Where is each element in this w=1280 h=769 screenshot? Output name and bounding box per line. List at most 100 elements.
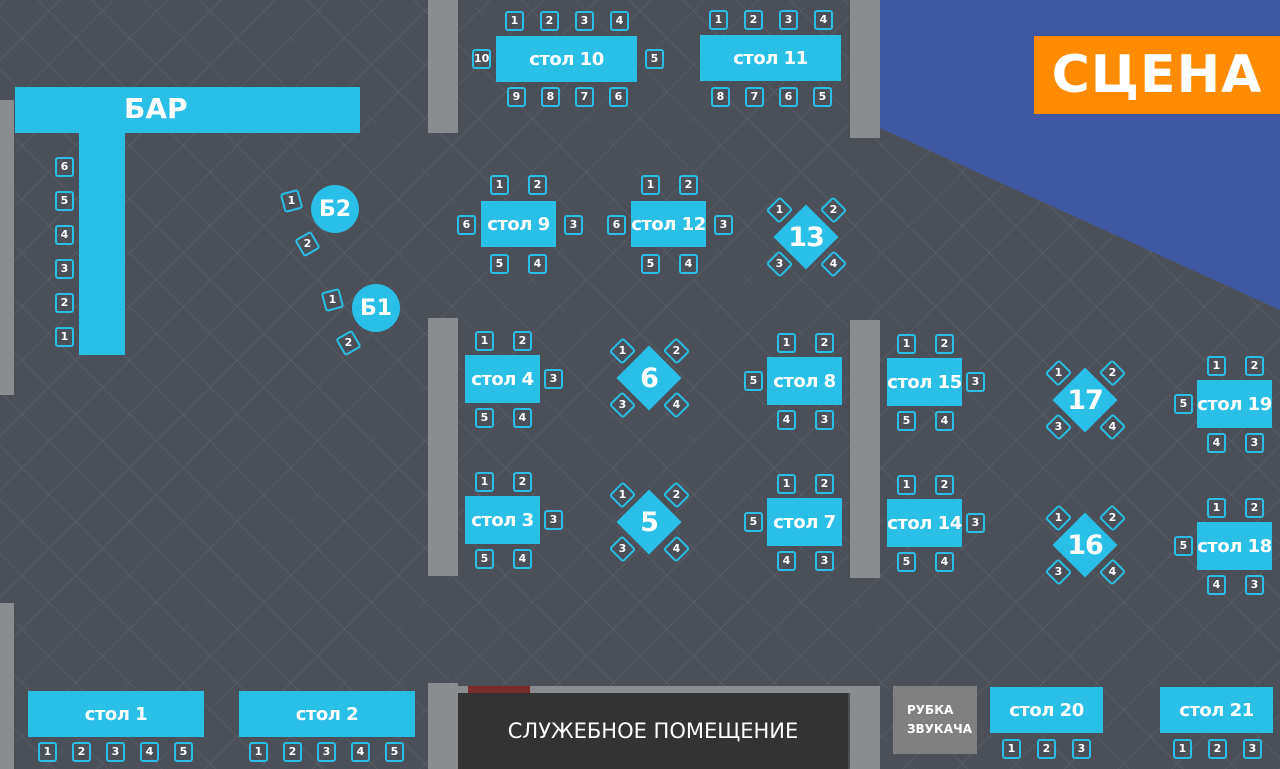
table-t12[interactable]: стол 12 — [631, 201, 706, 247]
chair[interactable]: 1 — [1207, 356, 1226, 376]
chair[interactable]: 5 — [813, 87, 832, 107]
chair[interactable]: 3 — [544, 369, 563, 389]
chair[interactable]: 4 — [610, 11, 629, 31]
table-t10[interactable]: стол 10 — [496, 36, 637, 82]
chair[interactable]: 3 — [575, 11, 594, 31]
chair[interactable]: 7 — [745, 87, 764, 107]
chair[interactable]: 6 — [779, 87, 798, 107]
chair[interactable]: 4 — [55, 225, 74, 245]
chair[interactable]: 3 — [779, 10, 798, 30]
table-t9[interactable]: стол 9 — [481, 201, 556, 247]
chair[interactable]: 2 — [1245, 356, 1264, 376]
table-t2[interactable]: стол 2 — [239, 691, 415, 737]
chair[interactable]: 2 — [1037, 739, 1056, 759]
chair[interactable]: 1 — [897, 334, 916, 354]
chair[interactable]: 4 — [351, 742, 370, 762]
chair[interactable]: 2 — [815, 474, 834, 494]
chair[interactable]: 3 — [55, 259, 74, 279]
chair[interactable]: 2 — [540, 11, 559, 31]
chair[interactable]: 1 — [641, 175, 660, 195]
chair[interactable]: 2 — [679, 175, 698, 195]
chair[interactable]: 5 — [897, 552, 916, 572]
chair[interactable]: 1 — [777, 333, 796, 353]
chair[interactable]: 4 — [140, 742, 159, 762]
chair[interactable]: 4 — [814, 10, 833, 30]
table-t21[interactable]: стол 21 — [1160, 687, 1273, 733]
chair[interactable]: 2 — [55, 293, 74, 313]
chair[interactable]: 5 — [174, 742, 193, 762]
chair[interactable]: 3 — [564, 215, 583, 235]
chair[interactable]: 5 — [645, 49, 664, 69]
chair[interactable]: 1 — [777, 474, 796, 494]
chair[interactable]: 1 — [709, 10, 728, 30]
chair[interactable]: 3 — [815, 410, 834, 430]
chair[interactable]: 1 — [505, 11, 524, 31]
table-t14[interactable]: стол 14 — [887, 499, 962, 547]
chair[interactable]: 10 — [472, 49, 491, 69]
chair[interactable]: 6 — [457, 215, 476, 235]
chair[interactable]: 3 — [544, 510, 563, 530]
chair[interactable]: 3 — [1243, 739, 1262, 759]
chair[interactable]: 5 — [744, 371, 763, 391]
table-t8[interactable]: стол 8 — [767, 357, 842, 405]
chair[interactable]: 5 — [55, 191, 74, 211]
chair[interactable]: 5 — [1174, 536, 1193, 556]
chair[interactable]: 3 — [966, 513, 985, 533]
chair[interactable]: 1 — [1173, 739, 1192, 759]
chair[interactable]: 4 — [777, 551, 796, 571]
chair[interactable]: 2 — [513, 331, 532, 351]
chair[interactable]: 5 — [385, 742, 404, 762]
chair[interactable]: 1 — [1002, 739, 1021, 759]
chair[interactable]: 5 — [475, 549, 494, 569]
table-t7[interactable]: стол 7 — [767, 498, 842, 546]
chair[interactable]: 3 — [1072, 739, 1091, 759]
table-t20[interactable]: стол 20 — [990, 687, 1103, 733]
table-t18[interactable]: стол 18 — [1197, 522, 1272, 570]
chair[interactable]: 4 — [513, 549, 532, 569]
table-t15[interactable]: стол 15 — [887, 358, 962, 406]
chair[interactable]: 2 — [528, 175, 547, 195]
chair[interactable]: 5 — [641, 254, 660, 274]
chair[interactable]: 4 — [513, 408, 532, 428]
chair[interactable]: 1 — [38, 742, 57, 762]
chair[interactable]: 8 — [711, 87, 730, 107]
chair[interactable]: 4 — [777, 410, 796, 430]
chair[interactable]: 4 — [528, 254, 547, 274]
chair[interactable]: 1 — [249, 742, 268, 762]
chair[interactable]: 3 — [1245, 575, 1264, 595]
chair[interactable]: 1 — [475, 331, 494, 351]
chair[interactable]: 8 — [541, 87, 560, 107]
chair[interactable]: 2 — [72, 742, 91, 762]
table-b2[interactable]: Б2 — [311, 185, 359, 233]
chair[interactable]: 2 — [1208, 739, 1227, 759]
chair[interactable]: 1 — [490, 175, 509, 195]
chair[interactable]: 3 — [106, 742, 125, 762]
chair[interactable]: 6 — [55, 157, 74, 177]
chair[interactable]: 3 — [1245, 433, 1264, 453]
chair[interactable]: 2 — [744, 10, 763, 30]
chair[interactable]: 4 — [1207, 575, 1226, 595]
chair[interactable]: 3 — [714, 215, 733, 235]
table-t4[interactable]: стол 4 — [465, 355, 540, 403]
chair[interactable]: 3 — [317, 742, 336, 762]
chair[interactable]: 4 — [935, 411, 954, 431]
chair[interactable]: 7 — [575, 87, 594, 107]
table-t11[interactable]: стол 11 — [700, 35, 841, 81]
chair[interactable]: 5 — [475, 408, 494, 428]
chair[interactable]: 9 — [507, 87, 526, 107]
chair[interactable]: 4 — [679, 254, 698, 274]
chair[interactable]: 5 — [897, 411, 916, 431]
chair[interactable]: 2 — [1245, 498, 1264, 518]
table-t19[interactable]: стол 19 — [1197, 380, 1272, 428]
chair[interactable]: 5 — [490, 254, 509, 274]
chair[interactable]: 6 — [607, 215, 626, 235]
chair[interactable]: 1 — [897, 475, 916, 495]
chair[interactable]: 2 — [935, 475, 954, 495]
chair[interactable]: 6 — [609, 87, 628, 107]
table-b1[interactable]: Б1 — [352, 284, 400, 332]
chair[interactable]: 2 — [283, 742, 302, 762]
chair[interactable]: 1 — [55, 327, 74, 347]
chair[interactable]: 5 — [744, 512, 763, 532]
chair[interactable]: 2 — [513, 472, 532, 492]
chair[interactable]: 5 — [1174, 394, 1193, 414]
